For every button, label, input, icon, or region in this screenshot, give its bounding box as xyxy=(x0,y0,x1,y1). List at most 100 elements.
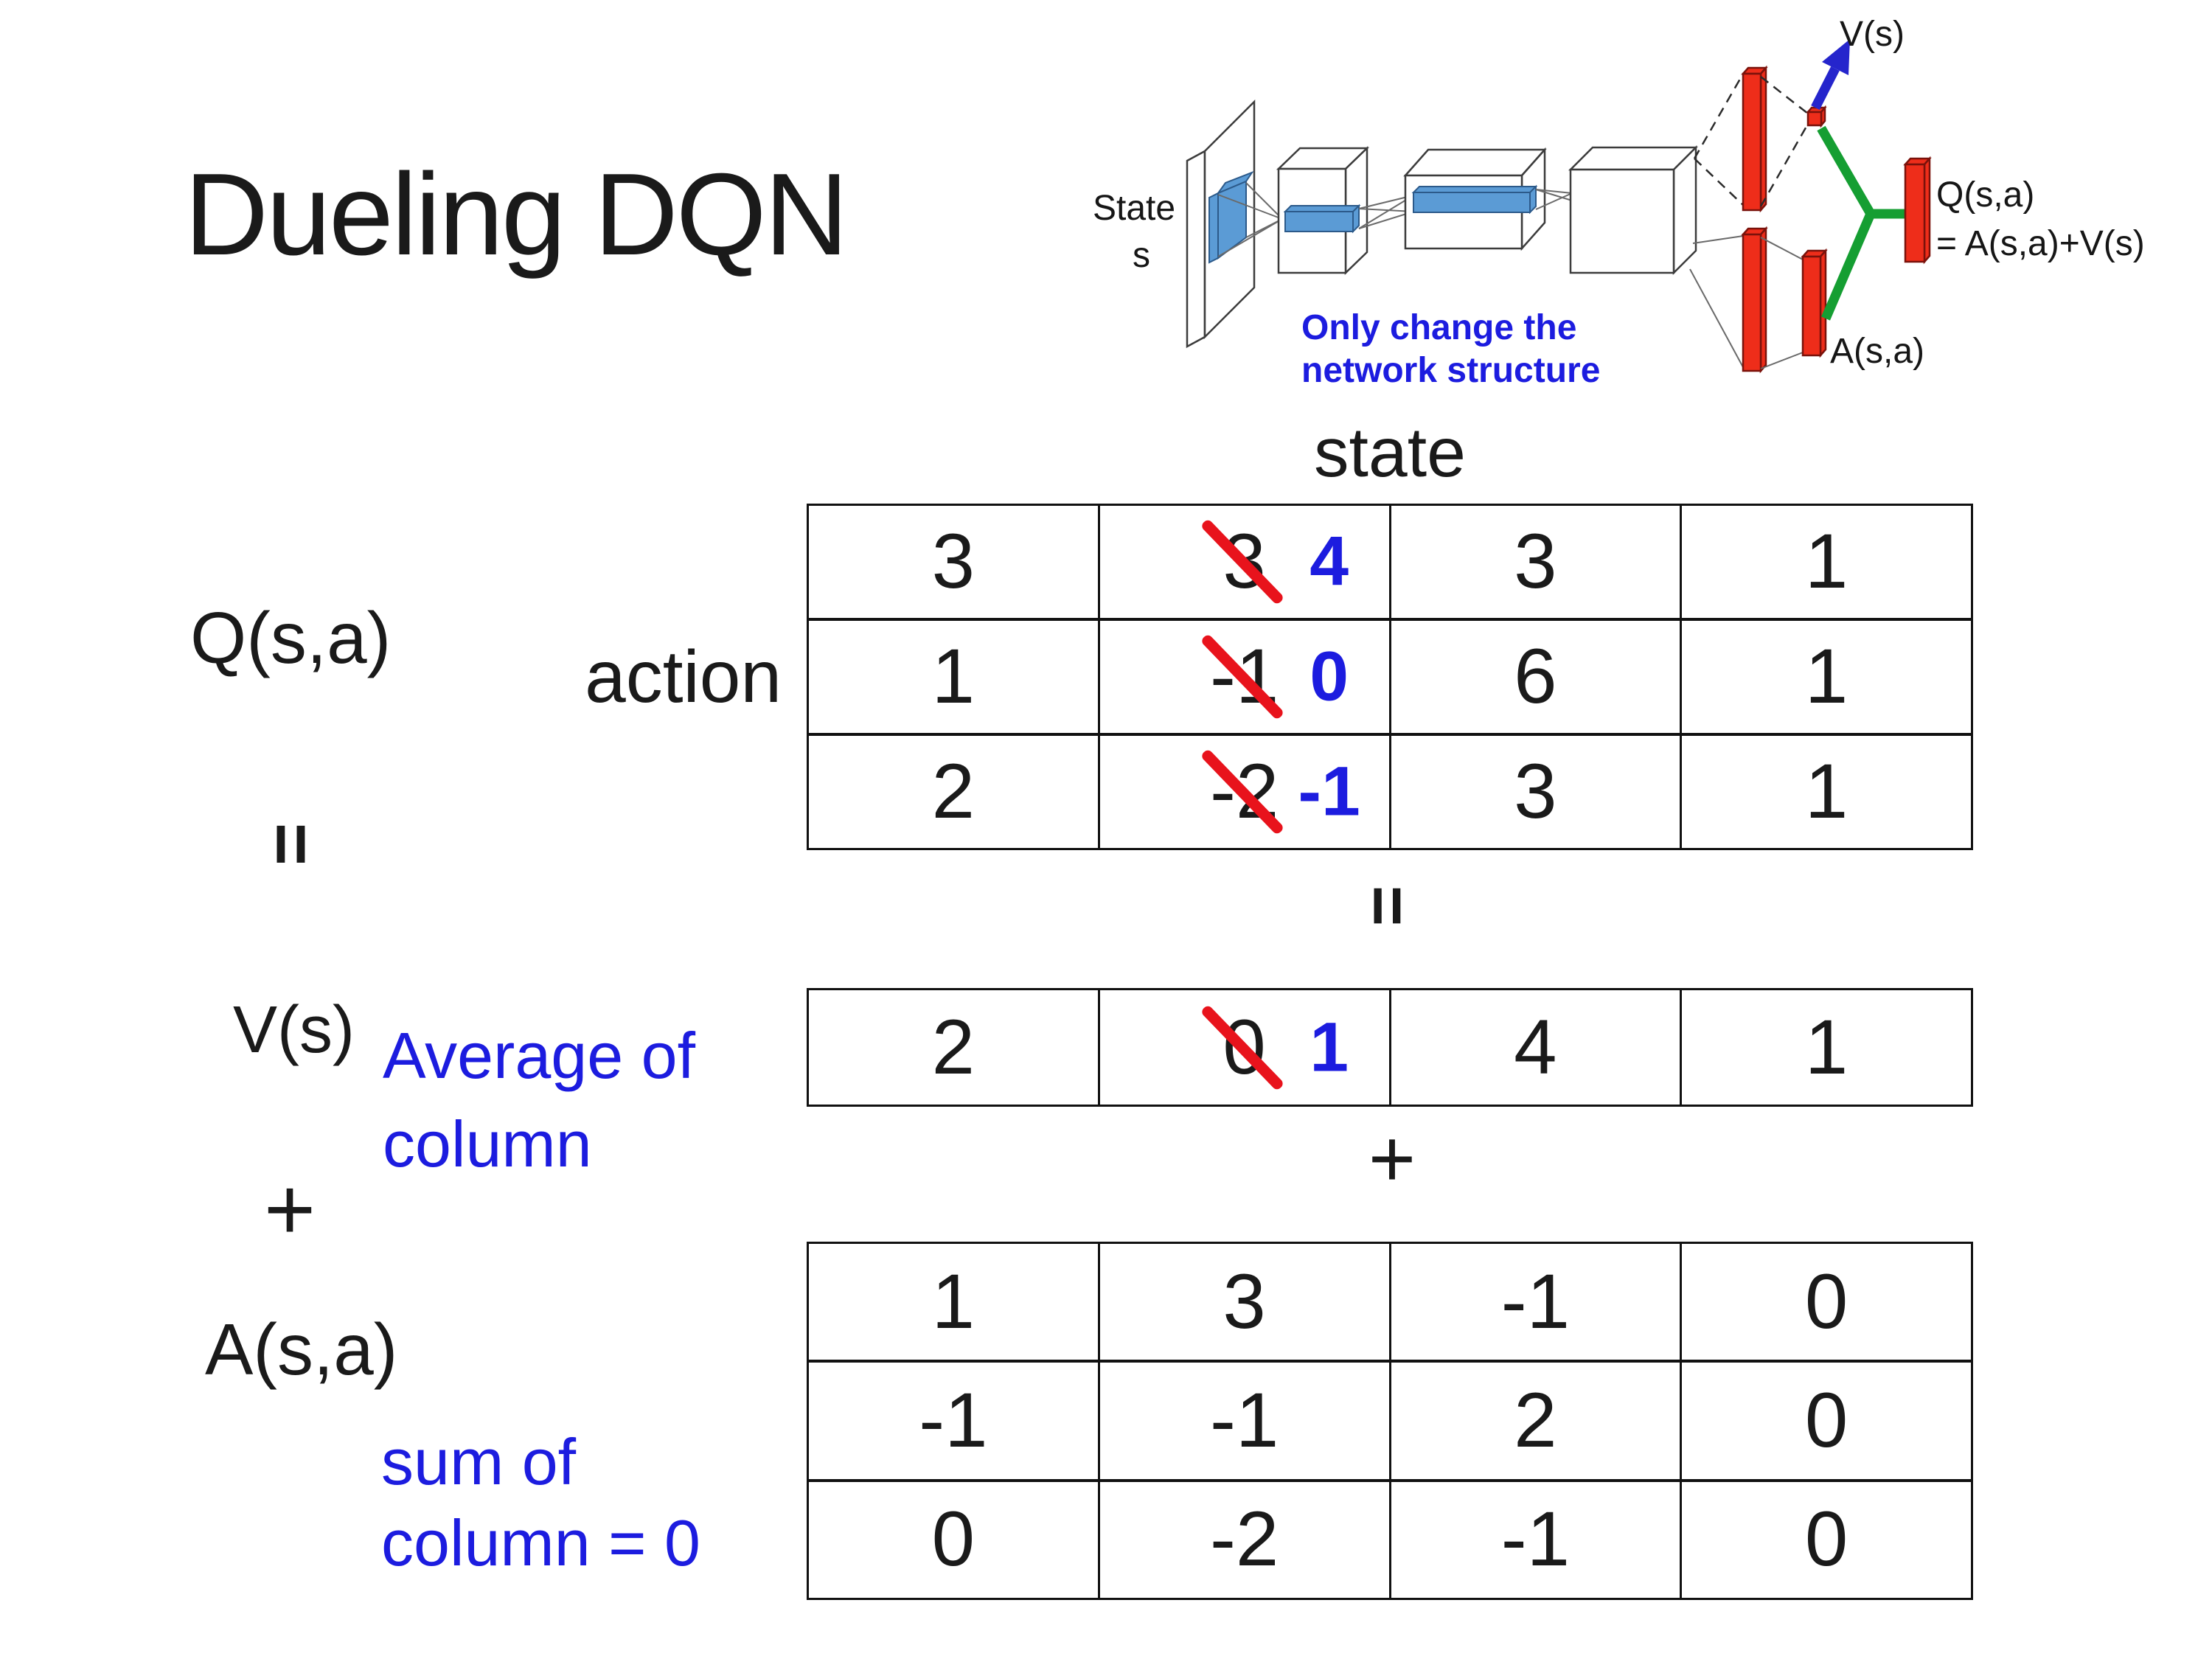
conv-box3-right xyxy=(1672,145,1697,276)
table-cell: -1 xyxy=(809,1363,1098,1479)
table-cell: 0 xyxy=(1682,1244,1971,1360)
cell-value: 0 xyxy=(1804,1258,1848,1345)
feature-bar2 xyxy=(1413,192,1531,213)
table-cell: 3 xyxy=(1391,506,1680,618)
equals-mid: = xyxy=(1349,885,1427,926)
table-cell: 0 xyxy=(809,1481,1098,1598)
fan-line xyxy=(1535,189,1573,201)
dashed-connector xyxy=(1760,76,1809,114)
feature-bar1-top xyxy=(1283,205,1361,212)
cell-value: 2 xyxy=(931,748,975,835)
cell-value: -2 xyxy=(1209,1496,1279,1583)
fan-line xyxy=(1358,195,1414,209)
cell-value: 1 xyxy=(931,1258,975,1345)
advantage-bar xyxy=(1801,255,1822,357)
fc-bar-top xyxy=(1742,72,1762,212)
table-cell: -10 xyxy=(1099,621,1389,733)
diagram-state-label: State xyxy=(1093,189,1175,228)
corrected-value: 0 xyxy=(1310,637,1349,716)
merge-connector-bottom xyxy=(1821,212,1875,321)
cell-value: 1 xyxy=(1804,633,1848,720)
merge-connector-top xyxy=(1817,125,1875,217)
cell-value: -1 xyxy=(919,1377,988,1464)
network-diagram: State s V(s) Q(s,a) = A(s,a)+V(s) A(s,a)… xyxy=(1093,15,2145,390)
v-annotation-line2: column xyxy=(383,1107,592,1180)
diagram-note-line1: Only change the xyxy=(1301,308,1576,347)
table-cell: -1 xyxy=(1391,1481,1680,1598)
cell-value: 0 xyxy=(931,1496,975,1583)
v-vector-label: V(s) xyxy=(233,993,355,1067)
fan-line xyxy=(1760,237,1804,260)
table-cell: -1 xyxy=(1099,1363,1389,1479)
fan-line xyxy=(1760,352,1804,369)
table-cell: 3 xyxy=(1391,736,1680,848)
input-plane-side xyxy=(1186,149,1206,349)
table-cell: -1 xyxy=(1391,1244,1680,1360)
cell-value: 1 xyxy=(1804,1004,1848,1091)
diagram-a-label: A(s,a) xyxy=(1830,332,1924,371)
table-cell: 34 xyxy=(1099,506,1389,618)
cell-value: 2 xyxy=(1514,1377,1557,1464)
v-node xyxy=(1806,111,1823,127)
corrected-value: -1 xyxy=(1298,752,1360,831)
fan-line xyxy=(1692,235,1744,244)
fan-line xyxy=(1535,189,1573,194)
cell-value: -1 xyxy=(1209,1377,1279,1464)
cell-value: 0 xyxy=(1804,1496,1848,1583)
q-output-bar xyxy=(1904,163,1926,263)
v-annotation-line1: Average of xyxy=(383,1019,696,1092)
cell-value: 4 xyxy=(1514,1004,1557,1091)
cell-value: 3 xyxy=(1514,748,1557,835)
cell-value: 0 xyxy=(1804,1377,1848,1464)
corrected-value: 1 xyxy=(1310,1008,1349,1086)
conv-box3 xyxy=(1569,168,1675,274)
v-table: 2 01 4 1 xyxy=(807,988,1973,1107)
a-annotation-line1: sum of xyxy=(381,1425,577,1498)
cell-value: 3 xyxy=(1514,518,1557,605)
fan-line xyxy=(1358,211,1414,229)
cell-value: -1 xyxy=(1500,1258,1571,1345)
table-cell: 1 xyxy=(809,1244,1098,1360)
cell-value: 2 xyxy=(931,1004,975,1091)
fan-line xyxy=(1358,208,1414,212)
table-cell: 6 xyxy=(1391,621,1680,733)
dashed-connector xyxy=(1693,73,1745,159)
q-matrix-label: Q(s,a) xyxy=(190,597,392,678)
action-header: action xyxy=(585,636,782,718)
cell-value: 1 xyxy=(1804,748,1848,835)
table-cell: 1 xyxy=(1682,736,1971,848)
conv-fan-line xyxy=(1217,218,1283,257)
table-cell: 3 xyxy=(809,506,1098,618)
page-title: Dueling DQN xyxy=(184,150,849,279)
a-annotation-line2: column = 0 xyxy=(381,1506,700,1579)
conv-filter-side xyxy=(1208,192,1219,264)
cell-value: -1 xyxy=(1500,1496,1571,1583)
v-arrow-head xyxy=(1822,39,1850,75)
conv-fan-line xyxy=(1245,182,1283,220)
cell-value: 1 xyxy=(1804,518,1848,605)
table-cell: 0 xyxy=(1682,1481,1971,1598)
conv-fan-line xyxy=(1217,194,1283,220)
diagram-v-label: V(s) xyxy=(1840,15,1905,54)
corrected-value: 4 xyxy=(1310,522,1349,601)
feature-bar1 xyxy=(1284,211,1354,232)
cell-value: 1 xyxy=(931,633,975,720)
fan-line xyxy=(1535,192,1573,210)
table-cell: -2 xyxy=(1099,1481,1389,1598)
diagram-note-line2: network structure xyxy=(1301,351,1600,390)
table-cell: 3 xyxy=(1099,1244,1389,1360)
fan-line xyxy=(1689,268,1744,368)
equals-left: = xyxy=(250,822,333,866)
table-cell: 2 xyxy=(1391,1363,1680,1479)
table-cell: 01 xyxy=(1099,990,1389,1105)
plus-left: + xyxy=(263,1160,316,1259)
fan-line xyxy=(1358,195,1414,229)
a-table: 1 3 -1 0 -1 -1 2 0 0 -2 -1 0 xyxy=(807,1242,1973,1600)
fc-bar-bottom xyxy=(1742,233,1762,372)
cell-value: 3 xyxy=(931,518,975,605)
table-cell: 1 xyxy=(809,621,1098,733)
table-cell: 0 xyxy=(1682,1363,1971,1479)
diagram-state-label-2: s xyxy=(1133,236,1150,275)
